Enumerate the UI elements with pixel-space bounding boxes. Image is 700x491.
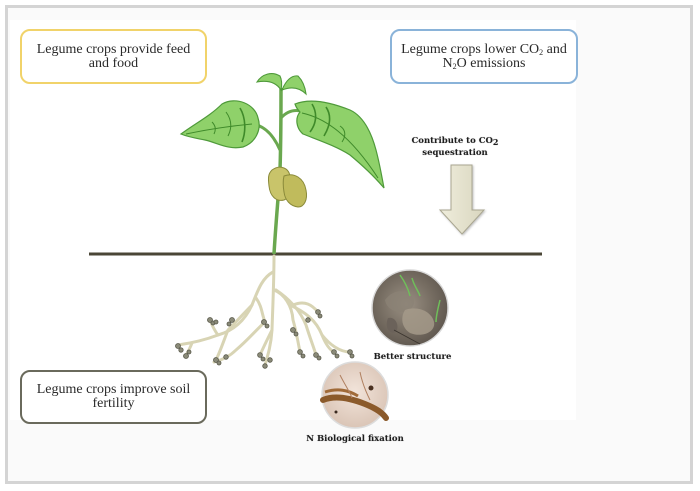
sequestration-line2: sequestration (422, 148, 488, 158)
sequestration-text: Contribute to CO (411, 136, 493, 146)
emissions-sub-b: 2 (452, 61, 457, 71)
soil-fertility-box: Legume crops improve soil fertility (20, 370, 207, 424)
left-leaf (179, 100, 260, 149)
sequestration-sub: 2 (492, 137, 499, 147)
root-nodules (175, 309, 355, 369)
down-arrow-icon (438, 164, 486, 235)
top-leaf-left (255, 73, 283, 92)
top-leaf-right (281, 75, 307, 96)
feed-box-line2: and food (88, 55, 139, 71)
roots-icon (176, 254, 352, 367)
root-nodule-photo (320, 361, 389, 429)
soil-box-line2: fertility (92, 396, 135, 411)
better-structure-label: Better structure (373, 352, 452, 362)
emissions-text-b: and (543, 41, 567, 57)
sequestration-label: Contribute to CO2 sequestration (400, 135, 510, 159)
right-leaf (294, 100, 385, 189)
soil-structure-photo (371, 269, 449, 347)
emissions-box: Legume crops lower CO2 and N2O emissions (390, 29, 578, 84)
emissions-text-c: N (442, 55, 453, 71)
feed-and-food-box: Legume crops provide feed and food (20, 29, 207, 84)
emissions-text-a: Legume crops lower CO (401, 41, 540, 57)
emissions-box-line1: Legume crops lower CO2 and (401, 41, 567, 57)
cotyledon-right (282, 174, 307, 208)
feed-box-line1: Legume crops provide feed (36, 41, 191, 57)
plant-icon (179, 73, 385, 255)
soil-box-line1: Legume crops improve soil (36, 382, 191, 397)
emissions-text-d: O emissions (456, 55, 526, 71)
n-fixation-label: N Biological fixation (306, 434, 404, 444)
emissions-box-line2: N2O emissions (401, 55, 567, 71)
emissions-sub-a: 2 (539, 47, 544, 57)
